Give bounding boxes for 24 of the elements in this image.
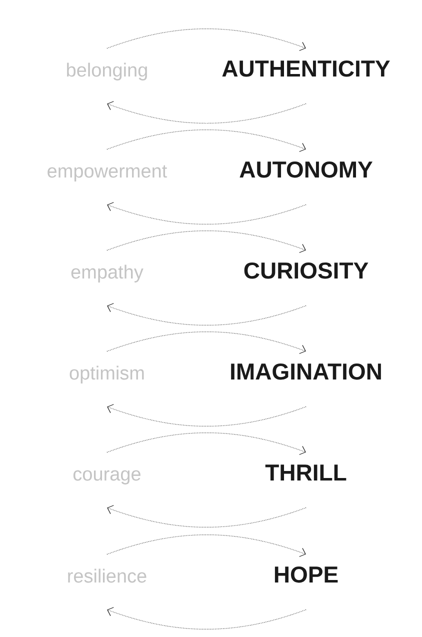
value-word: empowerment bbox=[48, 165, 168, 182]
keyword: IMAGINATION bbox=[231, 363, 381, 380]
value-word: resilience bbox=[68, 568, 146, 583]
keyword: HOPE bbox=[274, 566, 338, 583]
value-word: belonging bbox=[67, 62, 147, 80]
keyword: AUTHENTICITY bbox=[222, 60, 390, 77]
value-word: courage bbox=[73, 470, 140, 484]
arrow bbox=[106, 129, 306, 152]
arrow bbox=[107, 101, 306, 124]
arrow bbox=[106, 331, 306, 354]
keyword: AUTONOMY bbox=[240, 161, 372, 178]
arrow bbox=[106, 28, 306, 51]
arrow bbox=[106, 432, 306, 455]
arrow bbox=[107, 607, 306, 630]
keyword: CURIOSITY bbox=[244, 262, 368, 279]
value-word: optimism bbox=[70, 366, 144, 384]
keyword: THRILL bbox=[265, 464, 346, 480]
arrow bbox=[107, 404, 306, 427]
arrow bbox=[107, 303, 306, 326]
arrow bbox=[106, 534, 306, 557]
value-word: empathy bbox=[71, 264, 144, 282]
arrow bbox=[107, 202, 306, 225]
arrow bbox=[106, 230, 306, 253]
arrow bbox=[107, 505, 306, 528]
